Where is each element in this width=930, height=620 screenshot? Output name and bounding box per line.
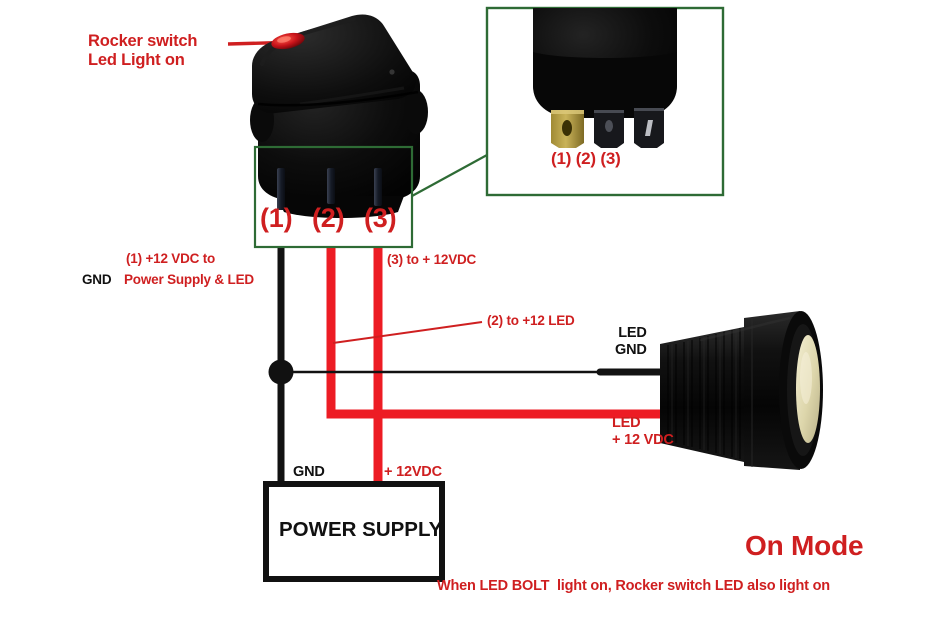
leader-line-wire2-label	[332, 321, 483, 344]
terminal-highlight-box	[253, 145, 414, 249]
wire1-label-line2: Power Supply & LED	[124, 272, 254, 287]
terminal-2-label: (2)	[312, 203, 345, 233]
switch-terminal-pins	[277, 168, 382, 210]
wire3-label: (3) to + 12VDC	[387, 252, 477, 267]
wire-terminal1-ground	[268, 247, 694, 486]
wire1-label-line1: (1) +12 VDC to	[126, 251, 216, 266]
wire-junction-dot	[268, 359, 294, 385]
power-supply-box-label: POWER SUPPLY	[279, 518, 443, 541]
led-positive-label: LED + 12 VDC	[612, 415, 674, 449]
diagram-caption: When LED BOLT light on, Rocker switch LE…	[437, 578, 830, 594]
power-supply-gnd-label: GND	[293, 464, 325, 480]
terminal-1-label: (1)	[260, 203, 293, 233]
wire2-label: (2) to +12 LED	[487, 313, 575, 328]
inset-terminal-2	[594, 110, 624, 148]
inset-connector-line	[411, 154, 488, 197]
power-supply-positive-label: + 12VDC	[384, 464, 442, 480]
rocker-switch-illustration	[250, 14, 428, 218]
rocker-led-indicator	[271, 32, 305, 50]
terminal-3-label: (3)	[364, 203, 397, 233]
led-bolt-illustration	[660, 311, 823, 470]
inset-terminal-numbers-label: (1) (2) (3)	[551, 149, 621, 168]
wire1-gnd-label: GND	[82, 272, 112, 287]
wire-terminal2-to-led-positive	[326, 247, 672, 419]
inset-terminal-3	[634, 108, 664, 148]
power-supply-box	[263, 481, 445, 582]
inset-terminal-1	[551, 110, 584, 148]
terminal-closeup-inset	[485, 6, 725, 197]
rocker-switch-callout-label: Rocker switch Led Light on	[88, 32, 198, 70]
mode-title: On Mode	[745, 530, 864, 561]
led-gnd-label: LED GND	[615, 325, 647, 359]
